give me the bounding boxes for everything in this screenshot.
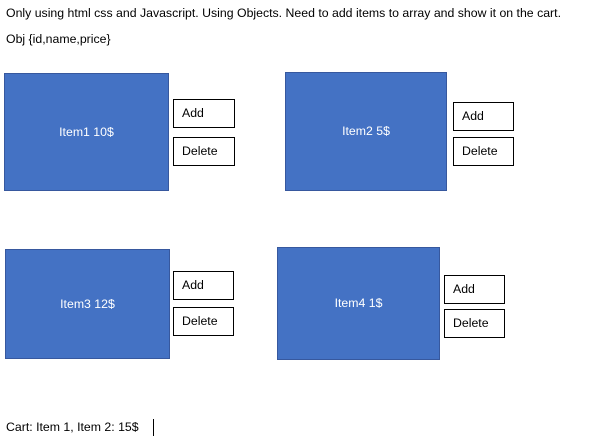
item-box-3[interactable]: Item3 12$ — [5, 249, 170, 359]
item-box-4[interactable]: Item4 1$ — [277, 247, 440, 360]
item-label-4: Item4 1$ — [334, 296, 383, 310]
item-label-1: Item1 10$ — [59, 124, 114, 139]
delete-button-item-2[interactable]: Delete — [453, 137, 514, 166]
add-button-item-2[interactable]: Add — [453, 102, 514, 131]
delete-button-item-3[interactable]: Delete — [173, 307, 234, 336]
add-button-item-1[interactable]: Add — [173, 99, 235, 128]
object-shape-note: Obj {id,name,price} — [6, 32, 111, 46]
delete-button-item-4[interactable]: Delete — [444, 309, 505, 338]
add-button-item-4[interactable]: Add — [444, 275, 505, 304]
item-label-3: Item3 12$ — [60, 296, 115, 311]
cart-summary-text: Cart: Item 1, Item 2: 15$ — [6, 420, 139, 434]
delete-button-item-1[interactable]: Delete — [173, 137, 235, 166]
requirement-note: Only using html css and Javascript. Usin… — [6, 6, 561, 20]
item-box-1[interactable]: Item1 10$ — [4, 73, 169, 191]
item-label-2: Item2 5$ — [342, 124, 390, 138]
add-button-item-3[interactable]: Add — [173, 271, 234, 300]
item-box-2[interactable]: Item2 5$ — [285, 72, 447, 191]
text-caret — [153, 419, 154, 436]
